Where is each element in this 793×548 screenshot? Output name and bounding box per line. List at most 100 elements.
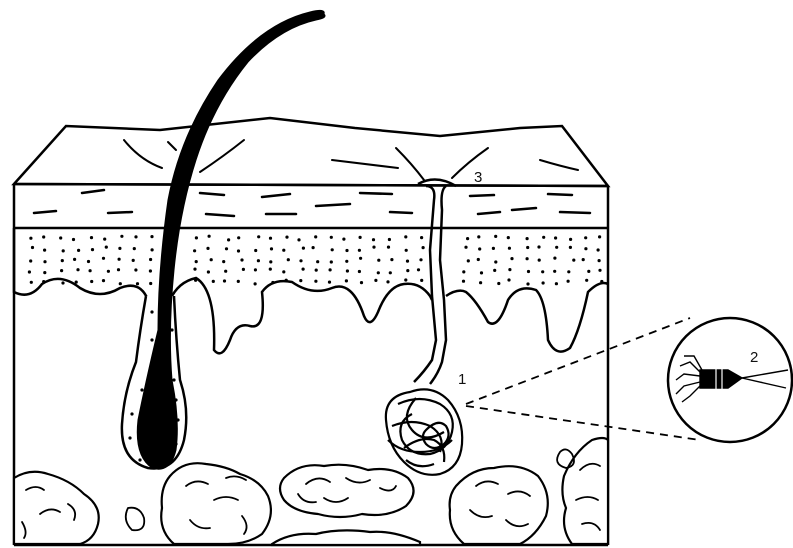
- epidermis-dot: [297, 238, 300, 241]
- epidermis-dot: [302, 268, 305, 271]
- epidermis-dot: [208, 235, 211, 238]
- epidermis-dot: [315, 269, 318, 272]
- epidermis-dot: [328, 281, 331, 284]
- epidermis-dot: [254, 268, 257, 271]
- epidermis-dot: [237, 236, 240, 239]
- epidermis-dot: [553, 270, 556, 273]
- epidermis-dot: [151, 248, 154, 251]
- epidermis-dot: [329, 268, 332, 271]
- epidermis-dot: [388, 238, 391, 241]
- epidermis-dot: [77, 249, 80, 252]
- epidermis-dot: [345, 279, 348, 282]
- epidermis-dot: [584, 247, 587, 250]
- epidermis-dot: [493, 269, 496, 272]
- epidermis-dot: [314, 280, 317, 283]
- epidermis-dot: [120, 235, 123, 238]
- epidermis-dot: [237, 249, 240, 252]
- epidermis-dot: [527, 270, 530, 273]
- epidermis-dot: [223, 279, 226, 282]
- epidermis-dot: [254, 282, 257, 285]
- epidermis-dot: [584, 236, 587, 239]
- epidermis-dot: [510, 257, 513, 260]
- epidermis-dot: [43, 260, 46, 263]
- epidermis-dot: [345, 249, 348, 252]
- epidermis-dot: [526, 237, 529, 240]
- epidermis-dot: [597, 248, 600, 251]
- sweat-gland-coil: [386, 389, 462, 474]
- epidermis-dot: [90, 236, 93, 239]
- epidermis-dot: [386, 280, 389, 283]
- epidermis-dot: [117, 268, 120, 271]
- epidermis-dot: [257, 259, 260, 262]
- epidermis-dot: [75, 281, 78, 284]
- epidermis-dot: [541, 270, 544, 273]
- epidermis-dot: [222, 260, 225, 263]
- epidermis-dot: [60, 269, 63, 272]
- epidermis-dot: [210, 258, 213, 261]
- epidermis-dot: [345, 260, 348, 263]
- epidermis-dot: [91, 248, 94, 251]
- epidermis-dot: [526, 257, 529, 260]
- epidermis-dot: [538, 259, 541, 262]
- epidermis-dot: [598, 235, 601, 238]
- epidermis-dot: [206, 247, 209, 250]
- epidermis-dot: [107, 270, 110, 273]
- epidermis-dot: [572, 259, 575, 262]
- epidermis-dot: [299, 259, 302, 262]
- skin-surface: [14, 118, 608, 186]
- epidermis-dot: [420, 236, 423, 239]
- epidermis-dot: [72, 238, 75, 241]
- epidermis-dot: [102, 279, 105, 282]
- epidermis-dot: [87, 260, 90, 263]
- epidermis-dot: [302, 247, 305, 250]
- epidermis-dot: [358, 270, 361, 273]
- epidermis-dot: [257, 235, 260, 238]
- epidermis-dot: [377, 259, 380, 262]
- epidermis-dot: [542, 236, 545, 239]
- dermal-papillae: [14, 228, 608, 353]
- epidermis-dot: [282, 270, 285, 273]
- epidermis-dot: [271, 281, 274, 284]
- epidermis-dot: [555, 282, 558, 285]
- epidermis-dot: [43, 271, 46, 274]
- epidermis-dot: [537, 245, 540, 248]
- epidermis-dot: [554, 236, 557, 239]
- epidermis-dot: [242, 268, 245, 271]
- epidermis-dot: [372, 246, 375, 249]
- epidermis-dot: [102, 257, 105, 260]
- epidermis-dot: [585, 279, 588, 282]
- epidermis-dot: [269, 260, 272, 263]
- epidermis-dot: [479, 281, 482, 284]
- epidermis-dot: [360, 281, 363, 284]
- epidermis-dot: [462, 280, 465, 283]
- epidermis-dot: [227, 238, 230, 241]
- epidermis-dot: [464, 246, 467, 249]
- epidermis-dot: [136, 282, 139, 285]
- epidermis-dot: [212, 280, 215, 283]
- epidermis-dot: [467, 259, 470, 262]
- epidermis-dot: [134, 235, 137, 238]
- epidermis-dot: [285, 279, 288, 282]
- epidermis-dot: [417, 268, 420, 271]
- epidermis-dot: [387, 246, 390, 249]
- epidermis-dot: [406, 269, 409, 272]
- label-bacterium: 2: [750, 349, 758, 366]
- epidermis-dot: [359, 236, 362, 239]
- epidermis-dot: [314, 235, 317, 238]
- epidermis-dot: [133, 247, 136, 250]
- epidermis-dot: [359, 257, 362, 260]
- epidermis-dot: [508, 268, 511, 271]
- epidermis-dot: [270, 247, 273, 250]
- epidermis-dot: [405, 249, 408, 252]
- epidermis-dot: [285, 236, 288, 239]
- epidermis-dot: [406, 260, 409, 263]
- epidermis-dot: [507, 278, 510, 281]
- epidermis-dot: [477, 235, 480, 238]
- epidermis-dot: [269, 237, 272, 240]
- epidermis-dot: [330, 260, 333, 263]
- epidermis-dot: [542, 281, 545, 284]
- epidermis-dot: [422, 246, 425, 249]
- epidermis-dot: [132, 259, 135, 262]
- epidermis-dots: [28, 235, 604, 286]
